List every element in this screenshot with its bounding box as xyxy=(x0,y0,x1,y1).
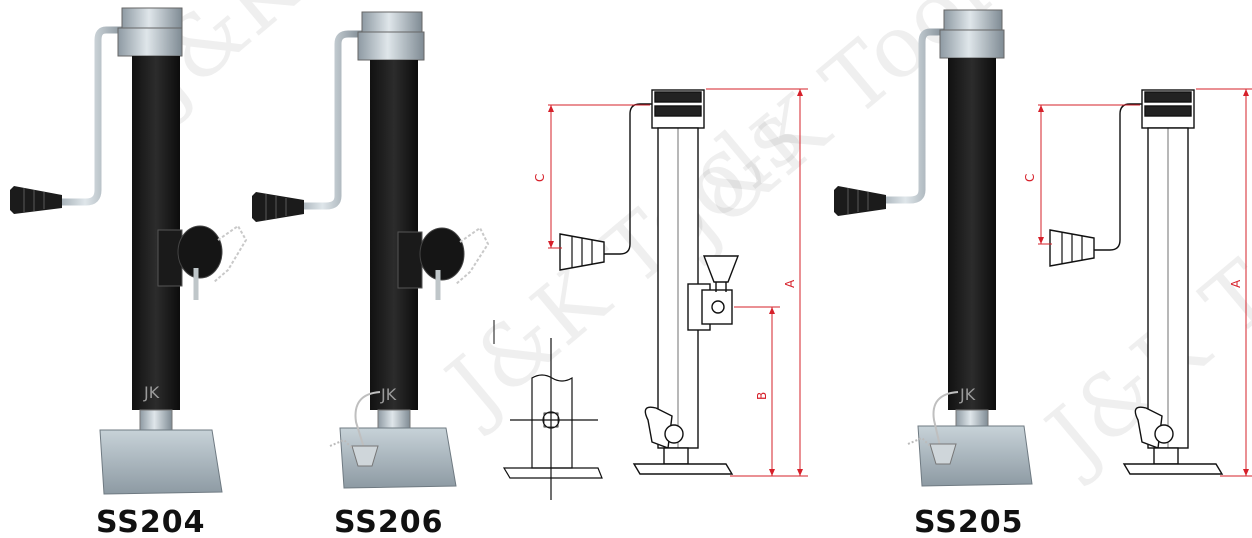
foot-plate xyxy=(339,427,457,489)
jack-tube xyxy=(948,58,996,410)
mount-bracket xyxy=(397,231,423,289)
gearbox-cap xyxy=(121,7,183,31)
body-mark: JK xyxy=(143,383,160,402)
drawing-handle xyxy=(702,255,740,283)
model-label-ss206: SS206 xyxy=(334,505,444,538)
safety-chain xyxy=(455,226,490,285)
watermark-text: J&K Tools xyxy=(1023,134,1252,491)
dimension-arrows xyxy=(548,89,803,476)
crank-grip xyxy=(10,186,62,214)
pin-hole xyxy=(542,411,560,429)
technical-drawing-1: C A B xyxy=(533,88,808,477)
dim-label-a: A xyxy=(1229,279,1243,288)
dimension-lines xyxy=(1038,88,1252,477)
crank-arm xyxy=(868,28,950,204)
drawing-crank xyxy=(1094,103,1142,251)
drawing-clamp xyxy=(701,289,733,325)
body-mark: JK xyxy=(380,385,397,404)
product-ss206-photo: JK SS206 xyxy=(252,11,490,538)
dimension-lines xyxy=(548,88,808,477)
pin-cable xyxy=(932,391,959,447)
crank-arm xyxy=(286,30,366,210)
gearbox xyxy=(357,31,425,61)
drawing-foot xyxy=(632,463,734,475)
gearbox xyxy=(939,29,1005,59)
safety-chain xyxy=(213,224,248,283)
gearbox-cap xyxy=(943,9,1003,33)
pin-cable xyxy=(354,391,381,449)
dim-label-b: B xyxy=(755,392,769,400)
foot-plate xyxy=(99,429,223,495)
drawing-foot xyxy=(1122,463,1224,475)
model-label-ss204: SS204 xyxy=(96,505,206,538)
body-mark: JK xyxy=(959,385,976,404)
model-label-ss205: SS205 xyxy=(914,505,1024,538)
dim-label-c: C xyxy=(533,174,547,182)
gearbox-cap xyxy=(361,11,423,35)
pin-handle xyxy=(351,445,379,467)
dim-label-a: A xyxy=(783,279,797,288)
crank-grip xyxy=(252,192,304,222)
pin-handle xyxy=(929,443,957,465)
foot-plate xyxy=(917,425,1033,487)
crank-grip xyxy=(834,186,886,216)
swivel-clamp xyxy=(177,225,223,279)
dimension-arrows xyxy=(1038,89,1249,476)
mount-bracket xyxy=(157,229,183,287)
dim-label-c: C xyxy=(1023,174,1037,182)
swivel-clamp xyxy=(419,227,465,281)
technical-drawing-2: C A xyxy=(1023,88,1252,477)
leg-section xyxy=(531,374,573,469)
detail-drawing xyxy=(493,320,603,500)
gearbox xyxy=(117,27,183,57)
crank-arm xyxy=(46,26,132,206)
product-ss205-photo: JK SS205 xyxy=(834,9,1033,538)
detail-foot xyxy=(502,467,603,479)
product-ss204-photo: JK SS204 xyxy=(10,7,248,538)
